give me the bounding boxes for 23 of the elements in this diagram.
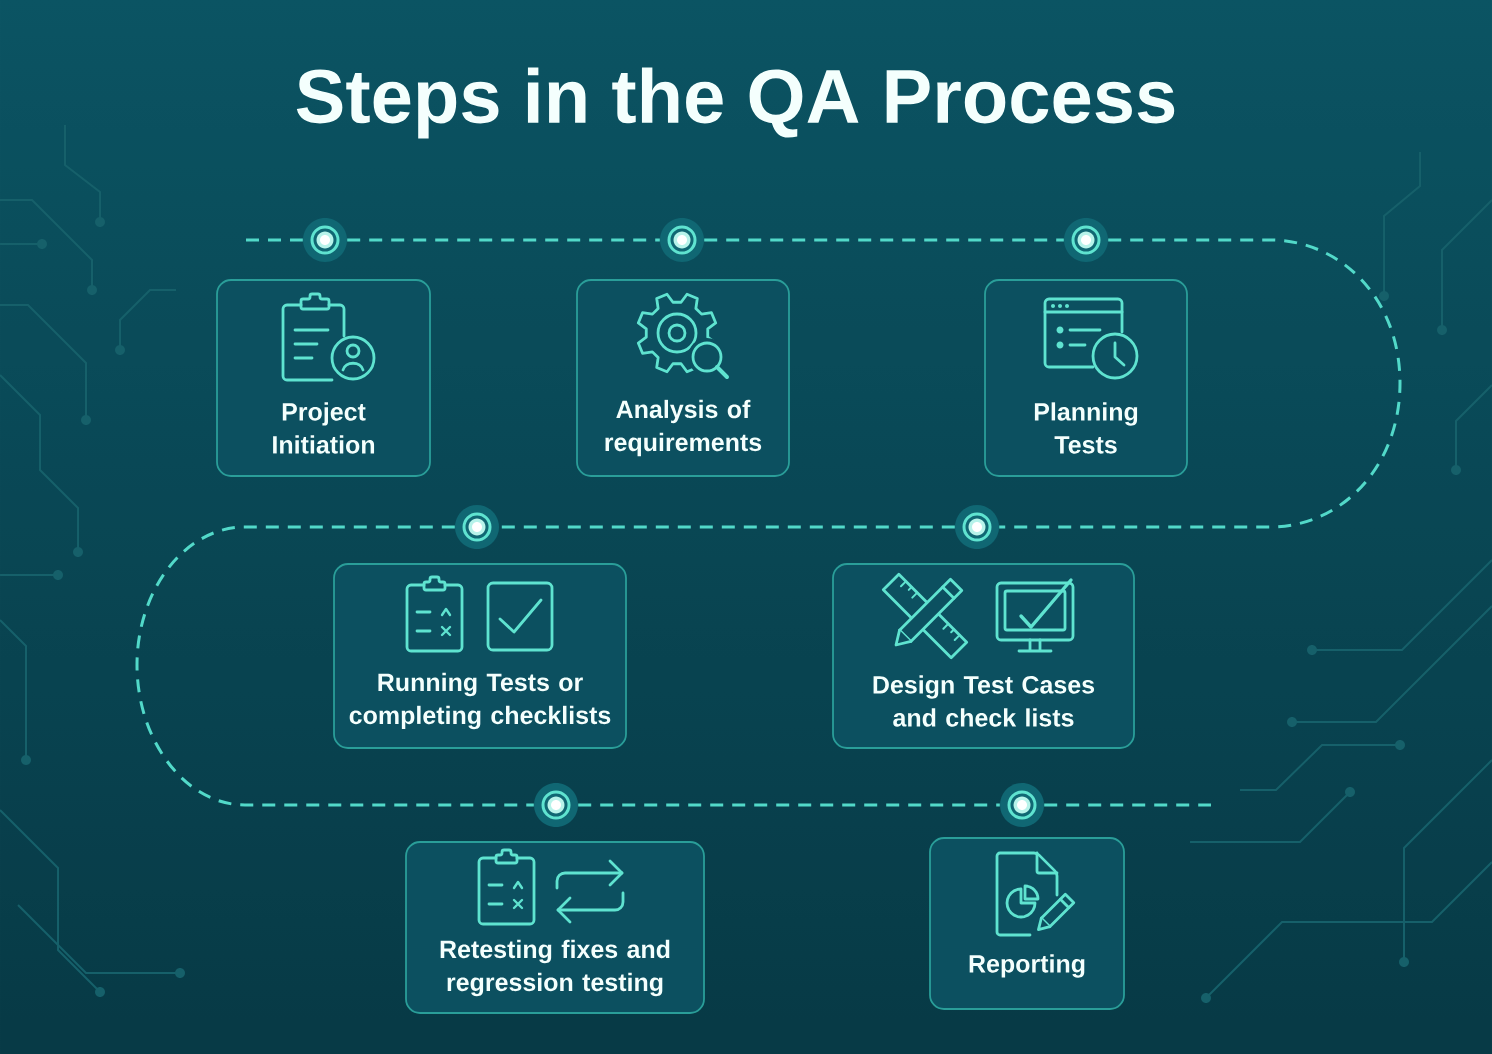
glowing-dot: [303, 218, 347, 262]
dashed-path: [578, 803, 1000, 807]
dashed-path: [704, 238, 1064, 242]
step-box: Planning Tests: [984, 279, 1188, 477]
dashed-path: [999, 238, 1402, 529]
step-box: Project Initiation: [216, 279, 431, 477]
dashed-path: [246, 238, 303, 242]
dashed-path: [1044, 803, 1211, 807]
step-box: Design Test Cases and check lists: [832, 563, 1135, 749]
glowing-dot: [534, 783, 578, 827]
glowing-dot: [1064, 218, 1108, 262]
step-box: Reporting: [929, 837, 1125, 1010]
step-box: Retesting fixes and regression testing: [405, 841, 705, 1014]
dashed-path: [135, 525, 534, 807]
title: Steps in the QA Process: [296, 67, 1175, 139]
step-box: Running Tests or completing checklists: [333, 563, 627, 749]
step-box: Analysis of requirements: [576, 279, 790, 477]
glowing-dot: [455, 505, 499, 549]
dashed-path: [347, 238, 660, 242]
glowing-dot: [955, 505, 999, 549]
glowing-dot: [1000, 783, 1044, 827]
glowing-dot: [660, 218, 704, 262]
dashed-path: [499, 525, 955, 529]
